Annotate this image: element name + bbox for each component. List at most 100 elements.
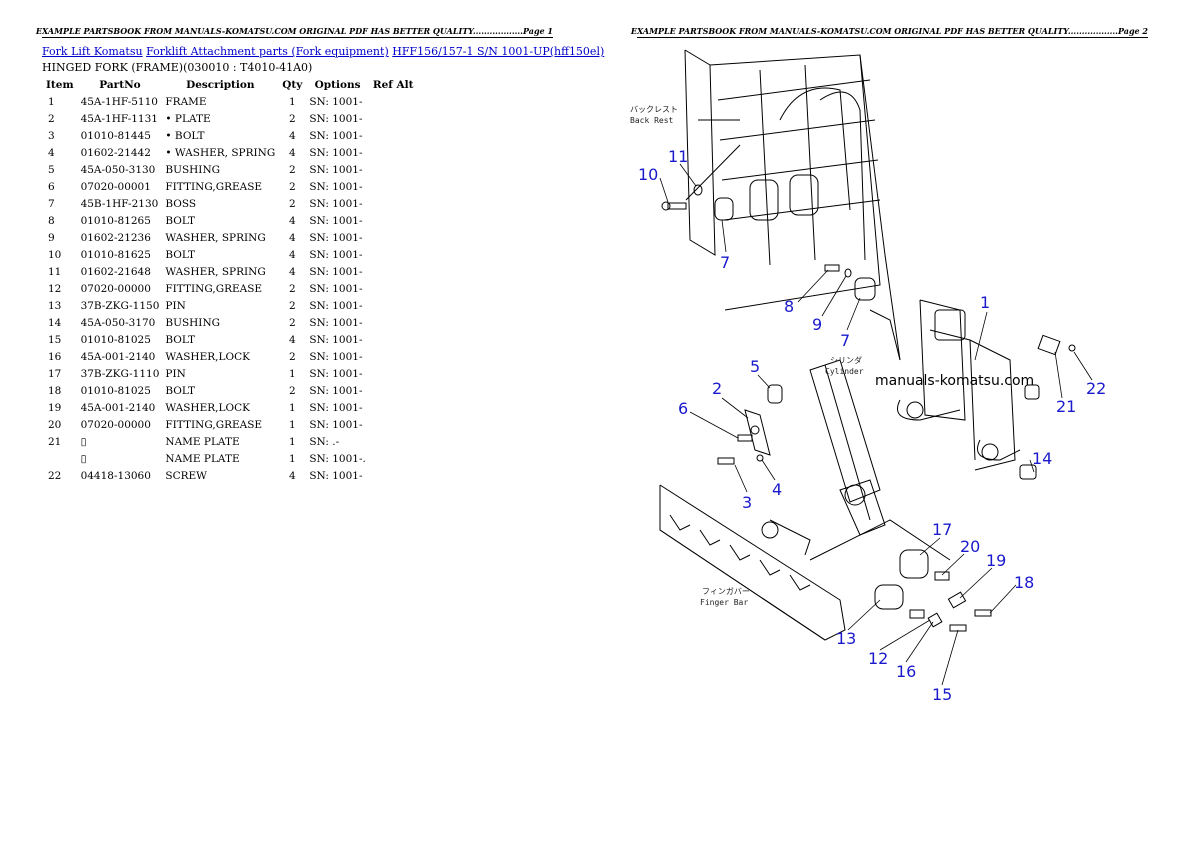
cell-item: 6 [48,180,55,193]
cell-qty: 2 [288,112,296,125]
cell-options: SN: 1001- [309,146,363,159]
cell-qty: 4 [288,248,296,261]
breadcrumb-link-model[interactable]: HFF156/157-1 S/N 1001-UP(hff150el) [392,45,605,58]
parts-table: Item PartNo Description Qty Options Ref … [42,77,417,484]
col-partno: PartNo [99,79,141,91]
cell-ref-alt [369,144,418,161]
frame-drawing [897,299,1076,480]
callout-21: 21 [1056,397,1076,416]
cell-options: SN: 1001-. [309,452,366,465]
cell-item [42,450,78,467]
cell-options: SN: 1001- [309,333,363,346]
plate-bracket-group [717,384,783,465]
cell-options: SN: 1001- [309,350,363,363]
cell-ref-alt [369,229,418,246]
cell-qty: 1 [288,418,296,431]
cell-description: SCREW [165,469,207,482]
cell-options: SN: 1001- [309,112,363,125]
callout-20: 20 [960,537,980,556]
cell-options: SN: 1001- [309,316,363,329]
cell-options: SN: .- [309,435,340,448]
backrest-label-jp: バックレスト [630,105,678,114]
cell-options: SN: 1001- [309,282,363,295]
cell-options: SN: 1001- [309,95,363,108]
cell-ref-alt [369,178,418,195]
cell-partno: 01010-81445 [80,129,151,142]
cell-ref-alt [369,416,418,433]
cell-item: 17 [48,367,62,380]
col-item: Item [46,79,74,91]
cell-item: 11 [48,265,62,278]
cell-options: SN: 1001- [309,197,363,210]
diagram-page: EXAMPLE PARTSBOOK FROM MANUALS-KOMATSU.C… [595,0,1190,842]
bolt-washer-group-upper [661,144,741,221]
cell-partno: 01602-21236 [80,231,151,244]
cell-description: FITTING,GREASE [165,180,263,193]
cell-partno: 45A-050-3130 [80,163,156,176]
cell-description: PIN [165,299,186,312]
cell-item: 1 [48,95,55,108]
cell-options: SN: 1001- [309,384,363,397]
cell-description: FITTING,GREASE [165,282,263,295]
cell-item: 20 [48,418,62,431]
cell-ref-alt [369,314,418,331]
parts-list-page: EXAMPLE PARTSBOOK FROM MANUALS-KOMATSU.C… [36,26,604,484]
callout-15: 15 [932,685,952,704]
back-rest-drawing [684,49,901,361]
cell-options: SN: 1001- [309,163,363,176]
cell-description: • WASHER, SPRING [165,146,276,159]
callout-9: 9 [812,315,822,334]
cell-partno: 01010-81265 [80,214,151,227]
callout-12: 12 [868,649,888,668]
callout-13: 13 [836,629,856,648]
cell-partno: 45A-001-2140 [80,401,156,414]
cell-options: SN: 1001- [309,367,363,380]
cell-description: FITTING,GREASE [165,418,263,431]
callout-4: 4 [772,480,782,499]
callout-18: 18 [1014,573,1034,592]
cell-description: • BOLT [165,129,205,142]
cell-description: WASHER,LOCK [165,401,250,414]
cell-ref-alt [369,331,418,348]
cylinder-drawing [809,359,886,536]
cell-partno: 07020-00001 [80,180,151,193]
breadcrumb-link-fork-lift[interactable]: Fork Lift Komatsu [42,45,143,58]
cell-ref-alt [369,382,418,399]
cell-item: 14 [48,316,62,329]
callout-7: 7 [720,253,730,272]
cell-options: SN: 1001- [309,265,363,278]
breadcrumb-link-attachment[interactable]: Forklift Attachment parts (Fork equipmen… [146,45,389,58]
cell-item: 12 [48,282,62,295]
cell-options: SN: 1001- [309,231,363,244]
cell-qty: 4 [288,265,296,278]
col-qty: Qty [282,79,303,91]
cell-qty: 4 [288,214,296,227]
callout-5: 5 [750,357,760,376]
cell-description: BOLT [165,248,196,261]
fingerbar-label-jp: フィンガバー [702,586,750,596]
cell-partno: ▯ [80,435,87,448]
cell-partno: 01602-21648 [80,265,151,278]
cell-qty: 1 [288,367,296,380]
cell-item: 2 [48,112,55,125]
cell-item: 13 [48,299,62,312]
cell-description: BOLT [165,214,196,227]
callout-8: 8 [784,297,794,316]
cell-item: 15 [48,333,62,346]
callout-3: 3 [742,493,752,512]
cell-partno: 45A-001-2140 [80,350,156,363]
